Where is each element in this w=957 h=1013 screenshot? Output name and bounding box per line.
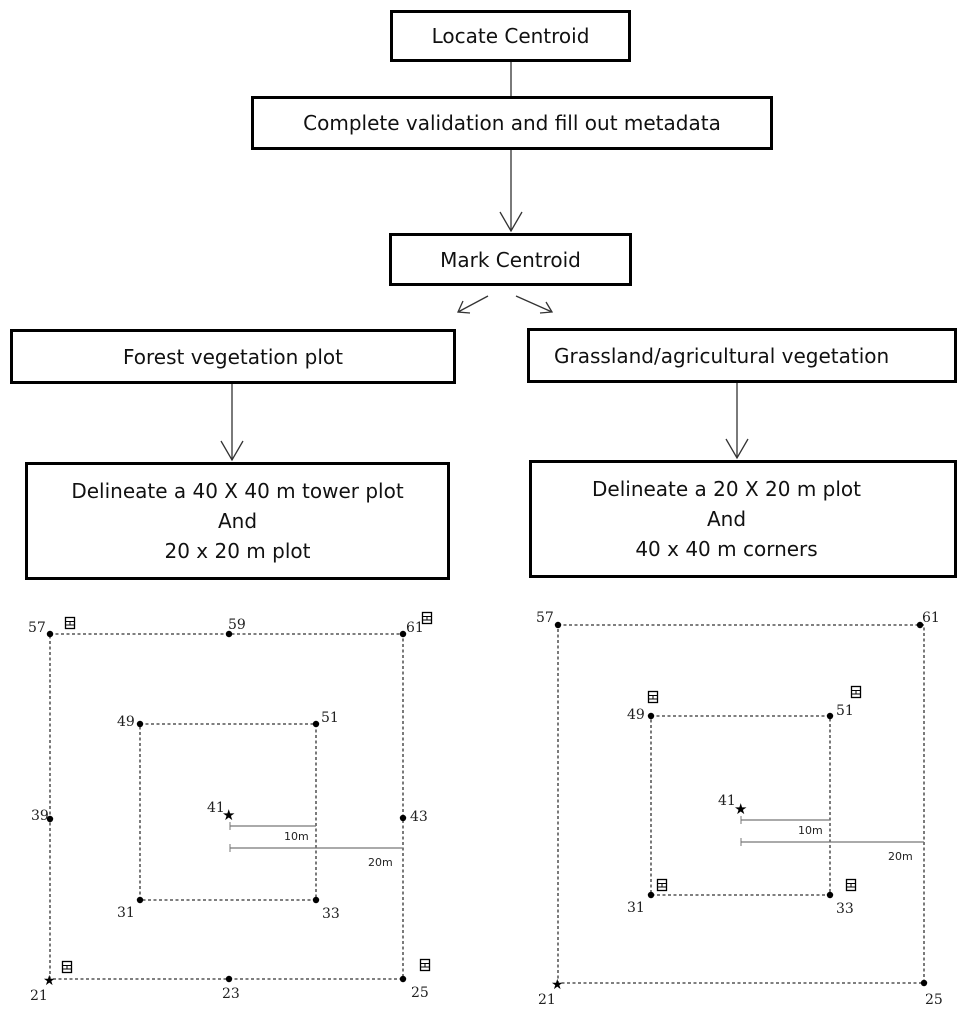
marker-57 [46,630,54,638]
camera-icon [656,878,668,892]
forest-plot-box: Forest vegetation plot [10,329,456,384]
plot-diagrams: 10m 20m ★ ★ 57 59 61 49 51 39 41 43 31 3… [28,62,943,1008]
marker-25 [399,975,407,983]
grass-delineate-box: Delineate a 20 X 20 m plot And 40 x 40 m… [529,460,957,578]
camera-icon [419,958,431,972]
camera-icon [421,611,433,625]
grassland-plot-diagram: 10m 20m ★ ★ 57 61 49 51 41 31 33 21 25 [536,610,943,1008]
camera-icon [850,685,862,699]
label-39: 39 [31,808,49,824]
marker-49 [647,712,655,720]
label-43: 43 [410,809,428,825]
label-61: 61 [922,610,940,626]
label-23: 23 [222,986,240,1002]
label-21: 21 [30,988,48,1004]
marker-49 [136,720,144,728]
label-41: 41 [718,793,736,809]
label-25: 25 [925,992,943,1008]
corner-star-icon: ★ [43,973,56,989]
marker-59 [225,630,233,638]
marker-25 [920,979,928,987]
locate-centroid-label: Locate Centroid [431,24,590,48]
locate-centroid-box: Locate Centroid [390,10,631,62]
marker-31 [647,891,655,899]
arrowhead-to-grassland [539,301,554,314]
label-41: 41 [207,800,225,816]
camera-icon [845,878,857,892]
validation-box: Complete validation and fill out metadat… [251,96,773,150]
distance-label-10m: 10m [798,824,823,837]
marker-23 [225,975,233,983]
mark-centroid-label: Mark Centroid [440,247,581,272]
arrow-to-forest [457,295,489,313]
camera-icon [64,616,76,630]
camera-icon [61,960,73,974]
marker-61 [399,630,407,638]
arrowhead-to-forest [457,300,471,314]
distance-label-20m: 20m [888,850,913,863]
marker-33 [826,891,834,899]
label-57: 57 [536,610,554,626]
forest-delineate-box: Delineate a 40 X 40 m tower plot And 20 … [25,462,450,580]
label-25: 25 [411,985,429,1001]
distance-label-10m: 10m [284,830,309,843]
arrowhead-validate-mark [499,211,523,233]
label-33: 33 [322,906,340,922]
arrowhead-grass-delineate [725,438,749,460]
arrow-to-grassland [515,295,553,313]
forest-delineate-line-1: Delineate a 40 X 40 m tower plot [71,479,404,503]
marker-33 [312,896,320,904]
forest-plot-label: Forest vegetation plot [123,344,343,369]
marker-51 [312,720,320,728]
validation-label: Complete validation and fill out metadat… [303,111,721,135]
centroid-star-icon: ★ [734,800,747,818]
grass-delineate-line-3: 40 x 40 m corners [635,537,818,561]
marker-57 [554,621,562,629]
forest-plot-diagram: 10m 20m ★ ★ 57 59 61 49 51 39 41 43 31 3… [28,611,433,1004]
inner-plot-boundary [650,715,831,896]
inner-plot-boundary [139,723,317,901]
camera-icon [647,690,659,704]
distance-label-20m: 20m [368,856,393,869]
marker-43 [399,814,407,822]
forest-delineate-line-3: 20 x 20 m plot [164,539,311,563]
label-21: 21 [538,992,556,1008]
marker-61 [916,621,924,629]
label-57: 57 [28,620,46,636]
marker-51 [826,712,834,720]
label-61: 61 [406,620,424,636]
label-59: 59 [228,617,246,633]
centroid-star-icon: ★ [222,806,235,824]
label-49: 49 [627,707,645,723]
label-49: 49 [117,714,135,730]
label-31: 31 [627,900,645,916]
marker-39 [46,815,54,823]
grassland-plot-label: Grassland/agricultural vegetation [554,343,890,368]
corner-star-icon: ★ [551,977,564,993]
mark-centroid-box: Mark Centroid [389,233,632,286]
outer-plot-boundary [557,624,925,984]
arrowhead-forest-delineate [220,440,244,462]
label-51: 51 [836,703,854,719]
marker-31 [136,896,144,904]
label-33: 33 [836,901,854,917]
grassland-plot-box: Grassland/agricultural vegetation [527,328,957,383]
grass-delineate-line-1: Delineate a 20 X 20 m plot [592,477,862,501]
label-51: 51 [321,710,339,726]
flow-connectors [220,62,749,462]
grass-delineate-line-2: And [706,507,747,531]
forest-delineate-line-2: And [217,509,258,533]
label-31: 31 [117,905,135,921]
